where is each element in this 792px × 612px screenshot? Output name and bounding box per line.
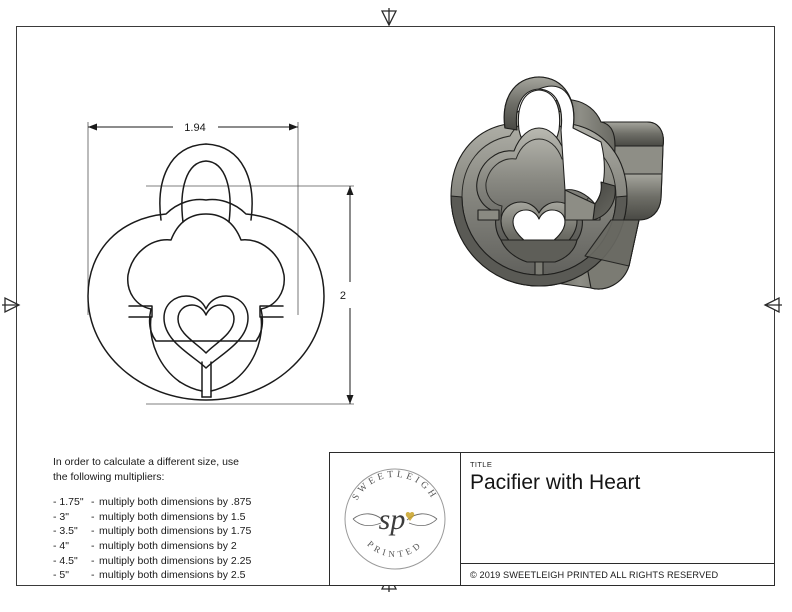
multiplier-size: - 4": [53, 539, 69, 552]
multiplier-size: - 4.5": [53, 554, 78, 567]
multiplier-text: multiply both dimensions by 2: [99, 539, 237, 552]
list-item: - 4" - multiply both dimensions by 2: [53, 539, 318, 554]
multiplier-dash: -: [91, 554, 95, 567]
dimension-width-label: 1.94: [184, 122, 205, 134]
multiplier-dash: -: [91, 525, 95, 538]
multiplier-dash: -: [91, 510, 95, 523]
size-multiplier-notes: In order to calculate a different size, …: [53, 455, 318, 583]
title-cell: TITLE Pacifier with Heart: [461, 453, 774, 563]
list-item: - 1.75" - multiply both dimensions by .8…: [53, 495, 318, 510]
list-item: - 3.5" - multiply both dimensions by 1.7…: [53, 524, 318, 539]
multiplier-text: multiply both dimensions by 1.75: [99, 525, 252, 538]
multiplier-size: - 5": [53, 569, 69, 582]
multiplier-text: multiply both dimensions by .875: [99, 496, 252, 509]
multiplier-dash: -: [91, 539, 95, 552]
title-field-label: TITLE: [470, 460, 493, 469]
brand-logo: SWEETLEIGH PRINTED sp: [330, 453, 461, 585]
multiplier-text: multiply both dimensions by 2.25: [99, 554, 252, 567]
svg-text:sp: sp: [379, 503, 406, 536]
flat-outline-view: 1.94 2: [28, 110, 378, 420]
multiplier-text: multiply both dimensions by 1.5: [99, 510, 246, 523]
list-item: - 4.5" - multiply both dimensions by 2.2…: [53, 554, 318, 569]
notes-intro-line-1: In order to calculate a different size, …: [53, 456, 239, 468]
title-block: SWEETLEIGH PRINTED sp TITLE Pacifier wit…: [329, 452, 775, 586]
list-item: - 5" - multiply both dimensions by 2.5: [53, 568, 318, 583]
multiplier-size: - 3.5": [53, 525, 78, 538]
sweetleigh-printed-logo-icon: SWEETLEIGH PRINTED sp: [344, 468, 446, 570]
list-item: - 3" - multiply both dimensions by 1.5: [53, 510, 318, 525]
multiplier-list: - 1.75" - multiply both dimensions by .8…: [53, 495, 318, 583]
multiplier-dash: -: [91, 496, 95, 509]
dimension-height: 2: [340, 186, 354, 404]
multiplier-size: - 1.75": [53, 496, 84, 509]
notes-intro-line-2: the following multipliers:: [53, 470, 165, 483]
iso-render-view: [415, 70, 670, 320]
multiplier-dash: -: [91, 569, 95, 582]
dimension-height-label: 2: [340, 290, 346, 302]
page-title: Pacifier with Heart: [470, 471, 641, 494]
multiplier-text: multiply both dimensions by 2.5: [99, 569, 246, 582]
notes-intro: In order to calculate a different size, …: [53, 455, 318, 484]
pacifier-outline: [87, 143, 325, 401]
dimension-width: 1.94: [88, 122, 298, 134]
title-block-right: TITLE Pacifier with Heart © 2019 SWEETLE…: [461, 453, 774, 585]
multiplier-size: - 3": [53, 510, 69, 523]
copyright-notice: © 2019 SWEETLEIGH PRINTED ALL RIGHTS RES…: [461, 563, 774, 585]
